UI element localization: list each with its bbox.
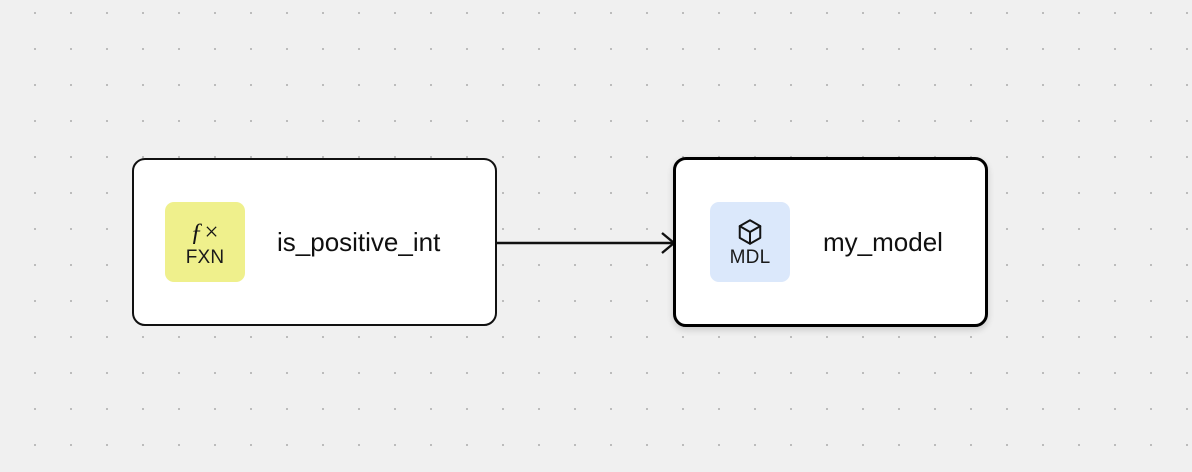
node-type-label: MDL: [729, 247, 771, 268]
node-type-badge-mdl: MDL: [710, 202, 790, 282]
fx-icon: ƒ×: [190, 218, 220, 246]
node-type-badge-fxn: ƒ× FXN: [165, 202, 245, 282]
node-type-label: FXN: [185, 247, 225, 268]
cube-icon: [735, 217, 765, 247]
node-title: is_positive_int: [277, 226, 441, 257]
edge-fxn-to-mdl[interactable]: [497, 232, 676, 254]
node-title: my_model: [823, 226, 943, 257]
node-my-model[interactable]: MDL my_model: [673, 157, 988, 327]
node-is-positive-int[interactable]: ƒ× FXN is_positive_int: [132, 158, 497, 326]
